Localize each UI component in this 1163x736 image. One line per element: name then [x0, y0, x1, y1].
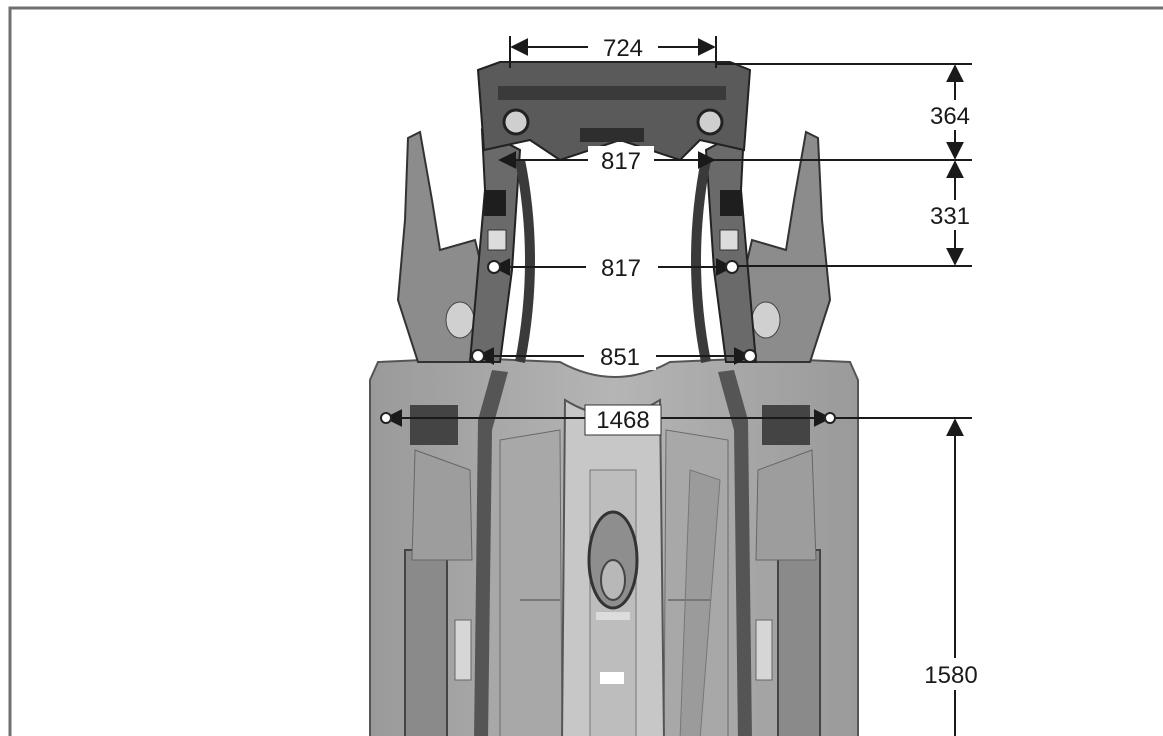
- left-outer-rail: [404, 549, 448, 736]
- dim-label-floor-length: 1580: [924, 662, 977, 689]
- left-floor-mount: [410, 405, 458, 445]
- dim-label-front-mid-height: 331: [930, 203, 970, 230]
- dim-label-upper-mount-width: 817: [601, 148, 641, 175]
- vehicle-body: [369, 61, 859, 736]
- dim-label-lower-mount-width: 817: [601, 255, 641, 282]
- dimension-labels: 724 364 331 817 817 851 1468 1580: [584, 33, 986, 690]
- dim-label-rear-mount-width: 851: [600, 344, 640, 371]
- right-floor-mount: [762, 405, 810, 445]
- dim-label-front-width: 724: [603, 35, 643, 62]
- dim-label-front-upper-height: 364: [930, 103, 970, 130]
- mount-points: [380, 260, 836, 424]
- right-outer-rail: [777, 549, 821, 736]
- dim-label-floor-width: 1468: [596, 407, 649, 434]
- right-longitudinal: [718, 370, 752, 736]
- left-longitudinal: [474, 370, 508, 736]
- frame-border: [8, 6, 1163, 736]
